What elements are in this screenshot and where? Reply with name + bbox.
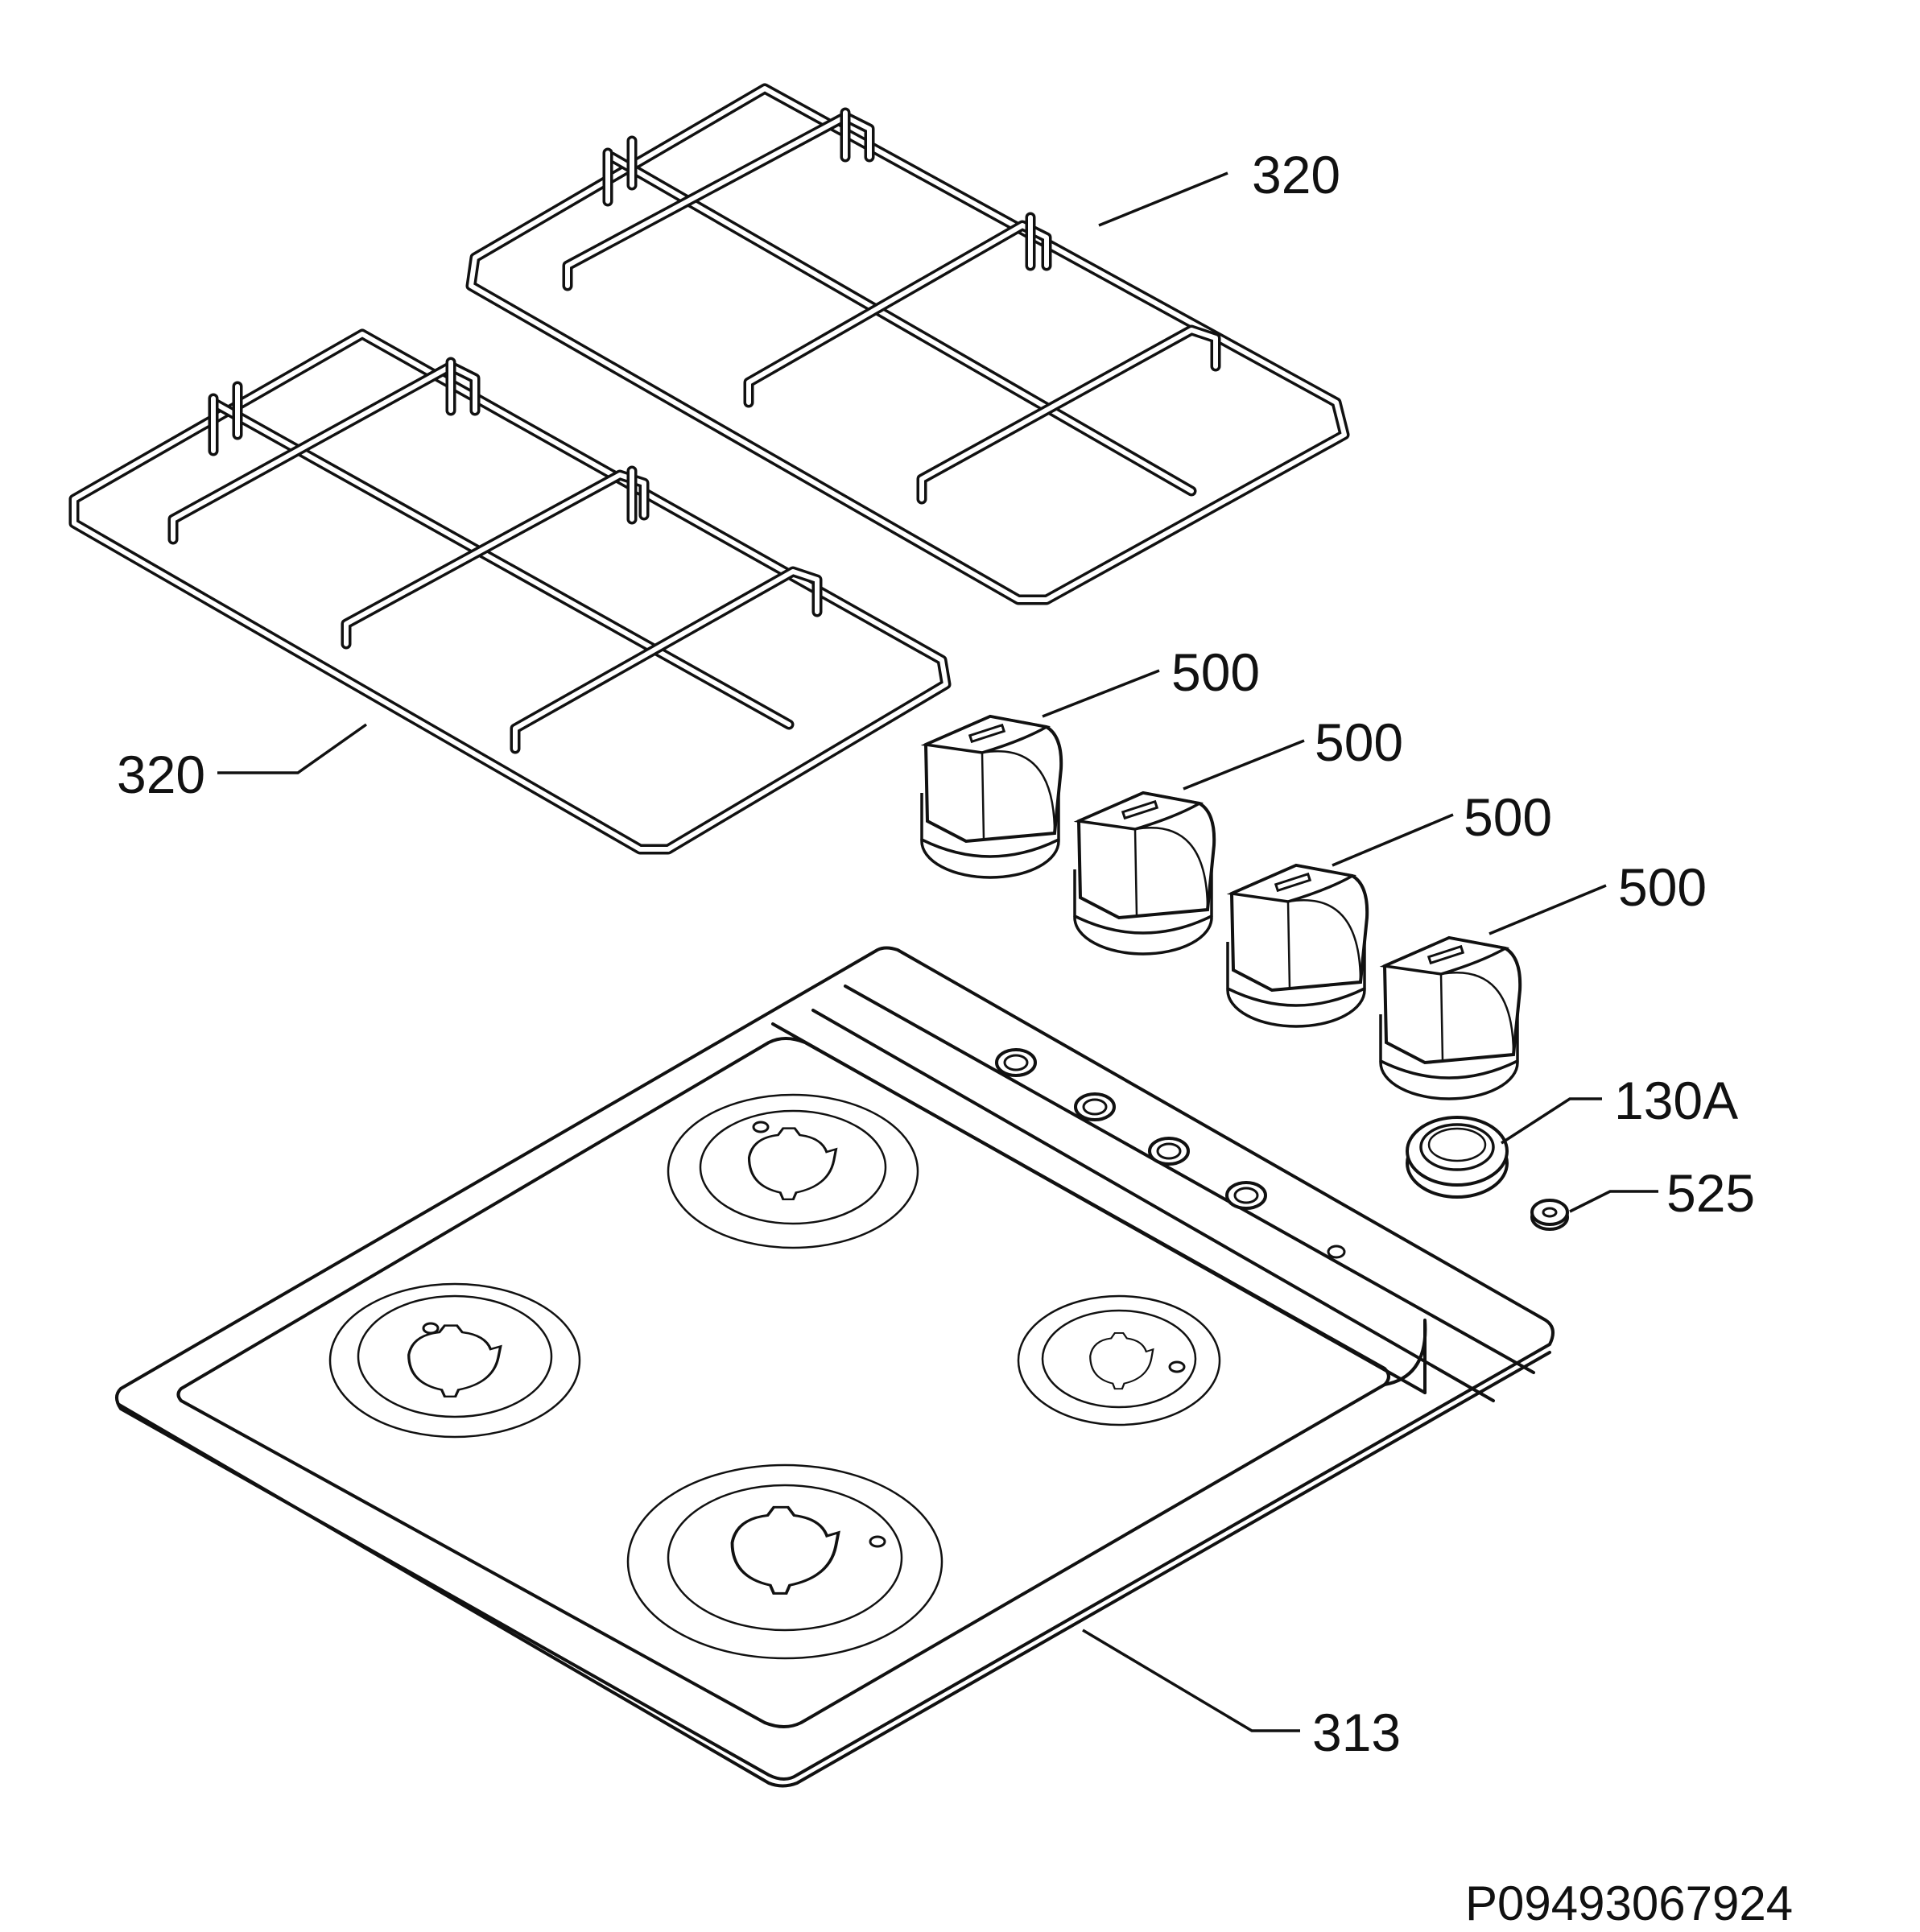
- control-knob-1: [920, 715, 1063, 879]
- leader-lines: [217, 171, 1658, 1732]
- callout-500-knob-2: 500: [1315, 712, 1403, 772]
- burner-rear-right: [1017, 1294, 1221, 1426]
- callout-500-knob-1: 500: [1171, 642, 1260, 702]
- callout-130a: 130A: [1614, 1071, 1738, 1130]
- burner-front-large: [626, 1463, 943, 1660]
- burner-rear-left: [667, 1093, 919, 1249]
- control-knob-2: [1073, 791, 1216, 956]
- hob-top-plate: [115, 946, 1555, 1788]
- pan-support-right: [465, 83, 1350, 605]
- control-knob-3: [1226, 864, 1369, 1028]
- drawing-code: P09493067924: [1465, 1876, 1793, 1930]
- callout-500-knob-3: 500: [1464, 787, 1552, 847]
- control-knob-4: [1379, 936, 1522, 1100]
- callout-500-knob-4: 500: [1618, 857, 1707, 917]
- pan-support-left: [68, 328, 952, 855]
- callout-313: 313: [1312, 1703, 1401, 1762]
- burner-front-left: [328, 1282, 581, 1439]
- knob-spring-ring: [1406, 1116, 1509, 1199]
- callout-525: 525: [1666, 1163, 1755, 1223]
- callout-320-left: 320: [117, 745, 205, 804]
- callout-320-right: 320: [1252, 145, 1340, 204]
- washer: [1530, 1199, 1569, 1231]
